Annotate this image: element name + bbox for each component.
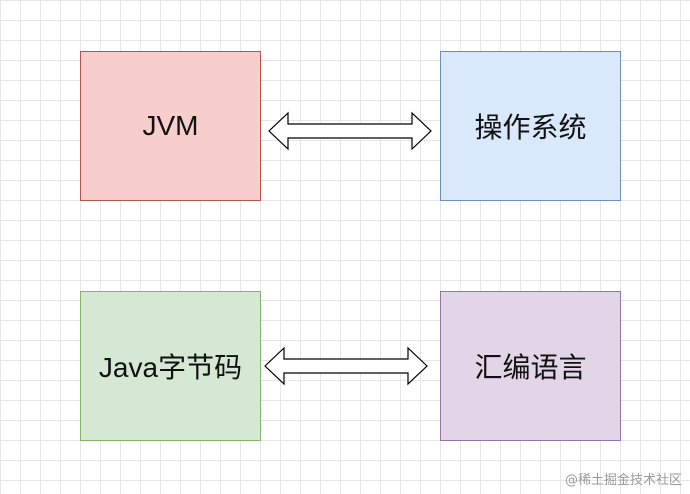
java-bytecode-node-label: Java字节码	[98, 352, 243, 383]
jvm-node[interactable]: JVM	[80, 51, 261, 201]
assembly-language-node[interactable]: 汇编语言	[440, 291, 621, 441]
operating-system-node[interactable]: 操作系统	[440, 51, 621, 201]
watermark-text: @稀土掘金技术社区	[564, 473, 682, 488]
bytecode-assembly-double-arrow[interactable]	[264, 346, 428, 386]
double-arrow-shape	[268, 111, 432, 151]
assembly-language-node-label: 汇编语言	[474, 352, 587, 383]
operating-system-node-label: 操作系统	[474, 112, 587, 143]
jvm-node-label: JVM	[142, 110, 199, 141]
double-arrow-shape	[264, 346, 428, 386]
java-bytecode-node[interactable]: Java字节码	[80, 291, 261, 441]
jvm-os-double-arrow[interactable]	[268, 111, 432, 151]
